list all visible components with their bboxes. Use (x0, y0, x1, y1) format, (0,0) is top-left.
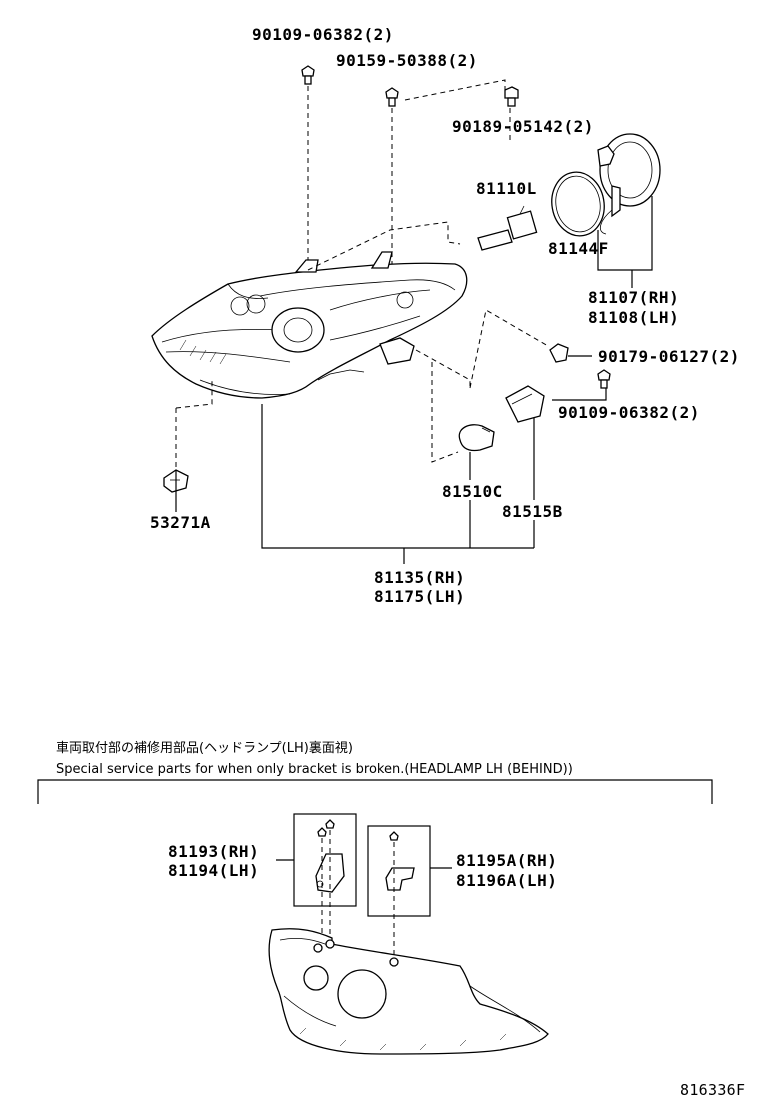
note-english: Special service parts for when only brac… (56, 762, 573, 777)
bulb-81510C-icon (458, 424, 495, 452)
section-bracket (37, 779, 713, 804)
label-81194-lh: 81194(LH) (168, 861, 259, 880)
label-90109-06382-top: 90109-06382(2) (252, 25, 394, 44)
cover-cap-81107-icon (597, 133, 661, 235)
screw-90109-right-icon (597, 369, 611, 389)
headlamp-housing (151, 251, 468, 399)
ring-81144F-icon (551, 171, 605, 237)
label-53271A: 53271A (150, 513, 211, 532)
clip-90179-icon (549, 343, 569, 363)
socket-81515B-icon (505, 385, 545, 423)
label-81135-rh: 81135(RH) (374, 568, 465, 587)
label-81108-lh: 81108(LH) (588, 308, 679, 327)
clip-90189-icon (504, 86, 519, 107)
label-90179-06127: 90179-06127(2) (598, 347, 740, 366)
label-90189-05142: 90189-05142(2) (452, 117, 594, 136)
label-81144F: 81144F (548, 239, 609, 258)
label-81193-rh: 81193(RH) (168, 842, 259, 861)
label-90109-06382-right: 90109-06382(2) (558, 403, 700, 422)
note-japanese: 車両取付部の補修用部品(ヘッドランプ(LH)裏面視) (56, 741, 353, 756)
label-81110L: 81110L (476, 179, 537, 198)
bulb-81110L-icon (477, 205, 538, 251)
footer-code: 816336F (680, 1081, 745, 1099)
label-81196A-lh: 81196A(LH) (456, 871, 557, 890)
screw-90159-icon (385, 87, 399, 107)
headlamp-lh-behind (268, 928, 549, 1055)
label-81107-rh: 81107(RH) (588, 288, 679, 307)
bracket-81193-icon (315, 819, 345, 893)
label-90159-50388: 90159-50388(2) (336, 51, 478, 70)
label-81515B: 81515B (502, 502, 563, 521)
screw-90109-top-icon (301, 65, 315, 85)
label-81175-lh: 81175(LH) (374, 587, 465, 606)
box-81195A (367, 825, 431, 917)
label-81510C: 81510C (442, 482, 503, 501)
bracket-81195A-icon (385, 831, 415, 891)
label-81195A-rh: 81195A(RH) (456, 851, 557, 870)
